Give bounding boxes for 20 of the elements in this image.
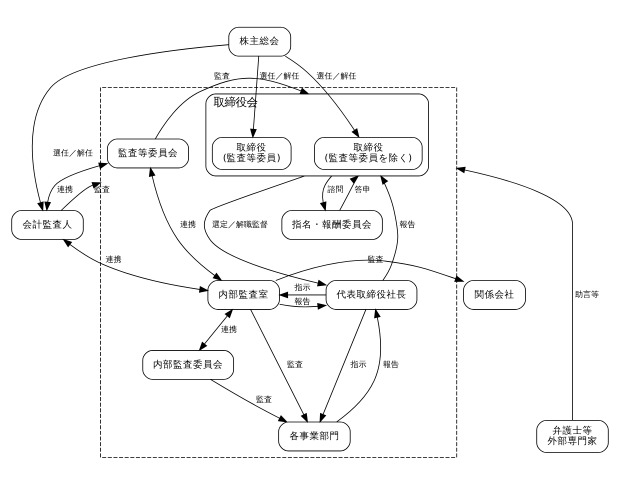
edge-label: 監査 (256, 394, 272, 404)
edge-label: 監査 (94, 184, 110, 194)
edge-label: 選定／解職監督 (212, 220, 268, 229)
edge-label: 指示 (350, 359, 367, 368)
edge-label: 連携 (57, 184, 74, 194)
edge-label: 答申 (354, 184, 371, 194)
edge-label: 助言等 (574, 289, 599, 298)
edge-label: 報告 (382, 359, 399, 368)
edge-label: 指示 (294, 282, 311, 292)
edge-label: 諮問 (327, 184, 344, 194)
edge-label: 選任／解任 (316, 71, 357, 80)
edge-label: 監査 (214, 71, 230, 80)
edge-label: 報告 (400, 220, 416, 229)
edge-label: 監査 (287, 359, 304, 368)
edge-label: 連携 (221, 324, 238, 334)
edge-label: 報告 (294, 296, 311, 306)
edge-label: 選任／解任 (52, 148, 93, 157)
edge-label: 連携 (105, 254, 122, 264)
edge-label: 選任／解任 (259, 71, 300, 80)
edge-label: 連携 (180, 220, 196, 229)
